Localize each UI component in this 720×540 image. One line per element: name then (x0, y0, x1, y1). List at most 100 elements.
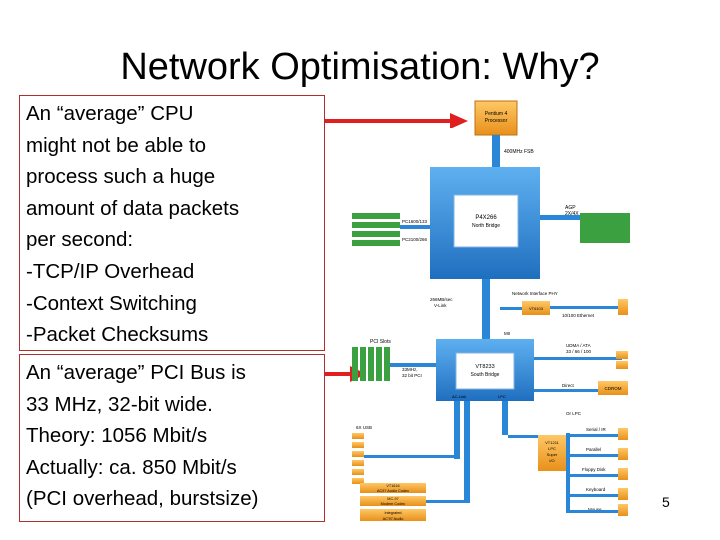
serial-port (618, 428, 628, 440)
agp-card (580, 213, 630, 243)
north-bridge-label: North Bridge (472, 223, 500, 229)
pci-explanation-box: An “average” PCI Bus is 33 MHz, 32-bit w… (19, 354, 325, 522)
vlink-label: 266MB/sec (430, 297, 453, 302)
memory-modules (352, 213, 400, 246)
serial-bus (570, 434, 618, 437)
integrated-audio-label: AC'97 Audio (383, 517, 404, 521)
memory-label: PC1600/133 (402, 219, 428, 224)
super-io-label: VT1211 (545, 440, 559, 445)
north-bridge-chip (453, 194, 519, 248)
text-line: Actually: ca. 850 Mbit/s (26, 455, 237, 479)
ac-link-bus (426, 500, 466, 503)
integrated-audio-chip (360, 509, 426, 521)
network-interface-label: Network Interface PHY (512, 291, 558, 296)
super-io-label: Super (547, 452, 558, 457)
pci-bus-label: 32 bit PCI (402, 373, 422, 378)
memory-label: PC2100/266 (402, 237, 428, 242)
cpu-chip: Pentium 4 Processor (474, 100, 518, 136)
text-line: -Packet Checksums (26, 323, 209, 347)
agp-label: 2X/4X (565, 211, 579, 217)
south-bridge-label: VT8233 (475, 364, 494, 370)
vlink-bus (482, 279, 490, 349)
cpu-label: Pentium 4 (485, 111, 508, 117)
page-number: 5 (662, 494, 670, 510)
super-io-link (508, 435, 538, 438)
slide-title: Network Optimisation: Why? (120, 46, 600, 88)
cpu-arrow (325, 113, 468, 128)
or-lpc-label: Or LPC (566, 411, 582, 416)
direct-label: Direct (562, 383, 575, 388)
fsb-bus (492, 135, 500, 175)
text-line: (PCI overhead, burstsize) (26, 487, 259, 511)
pci-bus-label: 33MHz, (402, 367, 418, 372)
text-line: 33 MHz, 32-bit wide. (26, 392, 213, 416)
pci-bus (390, 363, 438, 367)
serial-label: Serial / IR (586, 427, 607, 432)
south-bridge-label: South Bridge (471, 372, 500, 378)
usb-riser (454, 401, 460, 459)
modem-codec-label: MC-97 (387, 497, 398, 501)
floppy-label: Floppy Disk (582, 467, 606, 472)
ethernet-bus (550, 306, 624, 309)
usb-label: 6X USB (356, 425, 372, 430)
cpu-explanation-box: An “average” CPU might not be able to pr… (19, 95, 325, 351)
super-io-label: LPC (548, 446, 556, 451)
text-line: An “average” PCI Bus is (26, 361, 246, 384)
keyboard-label: Keyboard (586, 487, 606, 492)
mii-label: MII (504, 331, 510, 336)
audio-codec-chip (360, 483, 426, 493)
audio-codec-label: VT1616 (386, 484, 399, 488)
keyboard-bus (570, 494, 618, 497)
udma-label: UDMA / ATA (566, 343, 591, 348)
parallel-bus (570, 454, 618, 457)
text-line: An “average” CPU (26, 102, 194, 125)
ethernet-port (618, 299, 628, 315)
keyboard-port (618, 488, 628, 500)
mouse-bus (570, 510, 618, 513)
text-line: -Context Switching (26, 291, 197, 315)
north-bridge-label: P4X266 (475, 215, 497, 221)
lpc-bus (502, 401, 508, 435)
ac-link-riser (464, 401, 470, 503)
audio-codec-label: AC97 Audio Codec (377, 489, 409, 493)
udma-label: 33 / 66 / 100 (566, 349, 592, 354)
text-line: amount of data packets (26, 196, 240, 220)
text-line: process such a huge (26, 165, 216, 189)
parallel-port (618, 448, 628, 460)
mouse-label: Mouse (588, 507, 602, 512)
nic-chip-label: VT6103 (529, 306, 544, 311)
text-line: -TCP/IP Overhead (26, 259, 195, 283)
cdrom-drive (598, 381, 628, 395)
mii-bus (500, 307, 522, 310)
io-riser (566, 433, 570, 513)
usb-bus (364, 455, 454, 458)
super-io-chip (538, 435, 566, 471)
fsb-label: 400MHz FSB (504, 149, 534, 155)
vlink-label: V-Link (434, 303, 447, 308)
pci-slots (352, 347, 390, 381)
memory-bus (400, 225, 430, 229)
cdrom-label: CDROM (605, 386, 622, 391)
cpu-label: Processor (485, 118, 508, 124)
floppy-drive (618, 468, 628, 480)
south-bridge-chip (455, 352, 515, 390)
chipset-block-diagram: Pentium 4 Processor 400MHz FSB P4X266 No… (352, 100, 630, 521)
pci-slots-label: PCI Slots (370, 339, 391, 345)
modem-codec-label: Modem Codec (381, 502, 406, 506)
cpu-chip-body (474, 100, 518, 136)
drive-icons (616, 351, 628, 369)
nic-chip (522, 301, 550, 315)
ac-link-label: AC-Link (452, 394, 466, 399)
direct-bus (534, 389, 598, 392)
agp-bus (540, 215, 580, 220)
lpc-label: LPC (498, 394, 506, 399)
agp-label: AGP (565, 205, 576, 211)
super-io-label: I/O (549, 458, 554, 463)
modem-codec-chip (360, 496, 426, 506)
text-line: might not be able to (26, 133, 207, 157)
mouse-port (618, 504, 628, 516)
usb-ports (352, 433, 364, 484)
parallel-label: Parallel (586, 447, 601, 452)
integrated-audio-label: Integrated (384, 511, 401, 515)
text-line: Theory: 1056 Mbit/s (26, 424, 208, 448)
